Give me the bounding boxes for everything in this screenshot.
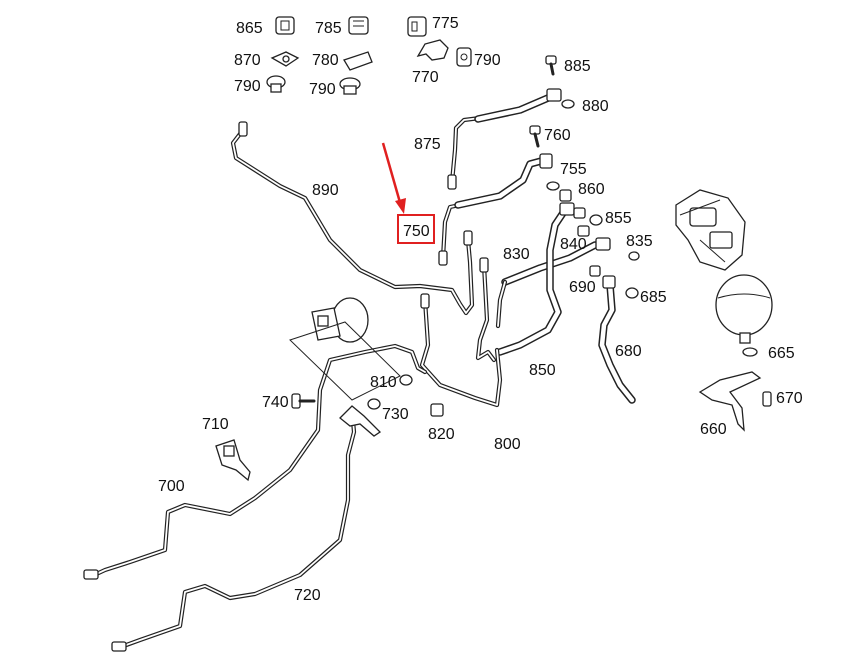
label-680: 680 bbox=[615, 343, 642, 360]
clip-870-icon bbox=[270, 51, 300, 67]
bolt-885-icon bbox=[545, 55, 557, 76]
fitting-icon bbox=[238, 121, 248, 137]
fitting-icon bbox=[539, 153, 553, 169]
label-750: 750 bbox=[403, 223, 430, 240]
highlight-arrow-line bbox=[381, 142, 403, 207]
label-830: 830 bbox=[503, 246, 530, 263]
label-730: 730 bbox=[382, 406, 409, 423]
grommet-790b-icon bbox=[266, 75, 286, 93]
reservoir-icon bbox=[311, 297, 369, 343]
bracket-730-icon bbox=[339, 405, 382, 437]
bolt-820-icon bbox=[430, 403, 444, 417]
fitting-icon bbox=[111, 641, 127, 652]
label-740: 740 bbox=[262, 394, 289, 411]
bolt-670-icon bbox=[762, 391, 772, 407]
label-770: 770 bbox=[412, 69, 439, 86]
label-660: 660 bbox=[700, 421, 727, 438]
label-820: 820 bbox=[428, 426, 455, 443]
clip-865-icon bbox=[275, 16, 295, 35]
pipe-800 bbox=[419, 293, 503, 408]
pipe-750 bbox=[438, 153, 553, 266]
label-890: 890 bbox=[312, 182, 339, 199]
grommet-790c-icon bbox=[339, 77, 361, 95]
label-880: 880 bbox=[582, 98, 609, 115]
label-790-c: 790 bbox=[309, 81, 336, 98]
fitting-icon bbox=[479, 257, 489, 273]
label-700: 700 bbox=[158, 478, 185, 495]
label-755: 755 bbox=[560, 161, 587, 178]
label-835: 835 bbox=[626, 233, 653, 250]
label-775: 775 bbox=[432, 15, 459, 32]
label-690: 690 bbox=[569, 279, 596, 296]
fitting-860-icon bbox=[559, 189, 572, 202]
label-670: 670 bbox=[776, 390, 803, 407]
bolt-760-icon bbox=[529, 125, 541, 148]
washer-855-icon bbox=[589, 214, 603, 226]
label-855: 855 bbox=[605, 210, 632, 227]
label-875: 875 bbox=[414, 136, 441, 153]
label-760: 760 bbox=[544, 127, 571, 144]
highlight-box bbox=[397, 214, 435, 244]
fitting-icon bbox=[463, 230, 473, 246]
pipe-700 bbox=[83, 343, 428, 580]
label-850: 850 bbox=[529, 362, 556, 379]
washer-755-icon bbox=[546, 181, 560, 191]
bracket-770-icon bbox=[416, 39, 449, 61]
label-790-b: 790 bbox=[234, 78, 261, 95]
fitting-840-icon bbox=[573, 207, 590, 237]
pipe-890 bbox=[230, 121, 475, 316]
label-860: 860 bbox=[578, 181, 605, 198]
fitting-icon bbox=[438, 250, 448, 266]
pipe-850 bbox=[496, 202, 575, 356]
label-790-a: 790 bbox=[474, 52, 501, 69]
label-885: 885 bbox=[564, 58, 591, 75]
fitting-icon bbox=[602, 275, 616, 289]
label-665: 665 bbox=[768, 345, 795, 362]
washer-835-icon bbox=[628, 251, 640, 261]
fitting-icon bbox=[559, 202, 575, 216]
pipe-875 bbox=[447, 88, 562, 190]
label-685: 685 bbox=[640, 289, 667, 306]
fitting-icon bbox=[83, 569, 99, 580]
pipe-680 bbox=[598, 275, 636, 404]
fitting-690-icon bbox=[589, 265, 601, 277]
bracket-660-icon bbox=[698, 371, 762, 432]
highlight-750: 750 bbox=[381, 142, 435, 244]
clip-785-icon bbox=[348, 16, 369, 35]
label-810: 810 bbox=[370, 374, 397, 391]
bolt-740-icon bbox=[291, 393, 316, 409]
washer-665-icon bbox=[742, 347, 758, 357]
washer-730-icon bbox=[367, 398, 381, 410]
label-785: 785 bbox=[315, 20, 342, 37]
clip-775-icon bbox=[407, 16, 427, 37]
fitting-icon bbox=[595, 237, 611, 251]
group-outline bbox=[289, 321, 401, 401]
sensor-710-icon bbox=[215, 439, 251, 482]
label-710: 710 bbox=[202, 416, 229, 433]
fitting-icon bbox=[447, 174, 457, 190]
accumulator-sphere-icon bbox=[715, 274, 773, 344]
fitting-icon bbox=[546, 88, 562, 102]
pipe-720 bbox=[111, 407, 357, 652]
label-720: 720 bbox=[294, 587, 321, 604]
washer-685-icon bbox=[625, 287, 639, 299]
pipe-830 bbox=[475, 237, 611, 363]
highlight-arrow-head-icon bbox=[395, 198, 406, 214]
valve-block-icon bbox=[675, 189, 746, 271]
washer-880-icon bbox=[561, 99, 575, 109]
label-780: 780 bbox=[312, 52, 339, 69]
label-870: 870 bbox=[234, 52, 261, 69]
label-800: 800 bbox=[494, 436, 521, 453]
clip-780-icon bbox=[343, 51, 373, 71]
label-840: 840 bbox=[560, 236, 587, 253]
clip-790a-icon bbox=[456, 47, 472, 67]
washer-810-icon bbox=[399, 374, 413, 386]
label-865: 865 bbox=[236, 20, 263, 37]
fitting-icon bbox=[420, 293, 430, 309]
